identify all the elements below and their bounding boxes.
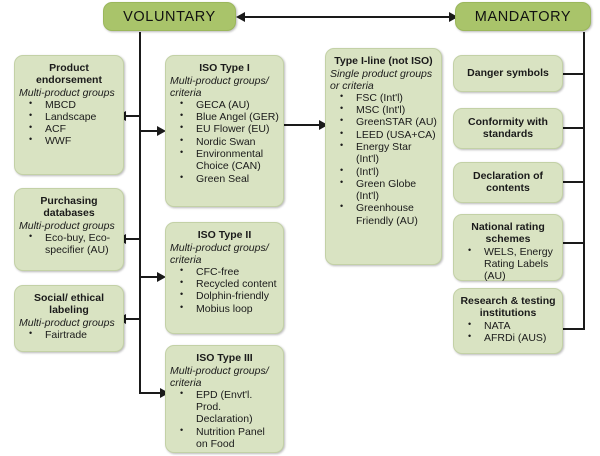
arrow-iso-type-3 — [160, 388, 169, 398]
node-item-list: NATA AFRDi (AUS) — [458, 318, 558, 345]
node-title: Declaration of contents — [472, 169, 543, 194]
node-iso-type-2[interactable]: ISO Type II Multi-product groups/ criter… — [165, 222, 284, 334]
node-item-list: CFC-free Recycled content Dolphin-friend… — [170, 265, 279, 315]
node-subtitle: Multi-product groups/ criteria — [170, 74, 269, 99]
node-title: National rating schemes — [471, 221, 545, 245]
list-item: GECA (AU) — [170, 98, 279, 111]
list-item: LEED (USA+CA) — [330, 128, 437, 141]
header-voluntary-label: VOLUNTARY — [123, 8, 216, 25]
list-item: Green Seal — [170, 172, 279, 185]
node-declaration-of-contents[interactable]: Declaration of contents — [453, 162, 563, 203]
list-item: Dolphin-friendly — [170, 289, 279, 302]
list-item: Greenhouse Friendly (AU) — [330, 201, 437, 227]
node-subtitle: Multi-product groups — [19, 86, 115, 99]
node-item-list: GECA (AU) Blue Angel (GER) EU Flower (EU… — [170, 98, 279, 185]
connector-mandatory-to-research — [560, 328, 585, 330]
node-title: Danger symbols — [467, 66, 549, 79]
node-title: Type I-line (not ISO) — [334, 55, 433, 67]
node-iso-type-1[interactable]: ISO Type I Multi-product groups/ criteri… — [165, 55, 284, 207]
node-subtitle: Multi-product groups/ criteria — [170, 364, 269, 389]
list-item: (Int'l) — [330, 165, 437, 178]
arrow-type-i-line — [319, 120, 328, 130]
node-subtitle: Single product groups or criteria — [330, 67, 433, 92]
list-item: MBCD — [19, 98, 119, 111]
node-item-list: Fairtrade — [19, 328, 119, 341]
list-item: Nordic Swan — [170, 135, 279, 148]
arrow-to-mandatory — [449, 12, 458, 22]
connector-to-product-endorsement — [124, 115, 141, 117]
node-subtitle: Multi-product groups — [19, 219, 115, 232]
list-item: EU Flower (EU) — [170, 122, 279, 135]
list-item: MSC (Int'l) — [330, 103, 437, 116]
node-title: Product endorsement — [36, 62, 102, 86]
arrow-iso-type-1 — [157, 126, 166, 136]
header-voluntary[interactable]: VOLUNTARY — [103, 2, 236, 31]
node-title: ISO Type II — [197, 229, 252, 241]
list-item: AFRDi (AUS) — [458, 331, 558, 344]
list-item: NATA — [458, 318, 558, 332]
node-conformity-with-standards[interactable]: Conformity with standards — [453, 108, 563, 149]
connector-to-conformity — [560, 127, 585, 129]
list-item: GreenSTAR (AU) — [330, 115, 437, 128]
node-subtitle: Multi-product groups — [19, 316, 115, 329]
node-item-list: EPD (Envt'l. Prod. Declaration) Nutritio… — [170, 388, 279, 451]
connector-voluntary-trunk — [139, 32, 141, 394]
connector-voluntary-mandatory — [243, 16, 458, 18]
connector-to-iso-type-2 — [141, 276, 160, 278]
list-item: Blue Angel (GER) — [170, 110, 279, 123]
list-item: Nutrition Panel on Food — [170, 425, 279, 451]
node-item-list: Eco-buy, Eco-specifier (AU) — [19, 231, 119, 257]
list-item: CFC-free — [170, 265, 279, 278]
node-title: ISO Type I — [199, 62, 250, 74]
node-item-list: MBCD Landscape ACF WWF — [19, 98, 119, 148]
node-social-ethical-labeling[interactable]: Social/ ethical labeling Multi-product g… — [14, 285, 124, 352]
node-national-rating-schemes[interactable]: National rating schemes WELS, Energy Rat… — [453, 214, 563, 283]
list-item: WWF — [19, 134, 119, 147]
connector-to-danger-symbols — [560, 73, 585, 75]
node-iso-type-3[interactable]: ISO Type III Multi-product groups/ crite… — [165, 345, 284, 453]
list-item: Fairtrade — [19, 328, 119, 341]
connector-to-purchasing-databases — [124, 238, 141, 240]
list-item: Energy Star (Int'l) — [330, 140, 437, 166]
connector-to-declaration — [560, 181, 585, 183]
header-mandatory-label: MANDATORY — [474, 8, 572, 25]
list-item: Landscape — [19, 110, 119, 123]
node-item-list: WELS, Energy Rating Labels (AU) — [458, 245, 558, 283]
connector-voluntary-to-iso3 — [139, 392, 167, 394]
node-title: ISO Type III — [196, 352, 253, 364]
connector-to-social-ethical-labeling — [124, 318, 141, 320]
list-item: EPD (Envt'l. Prod. Declaration) — [170, 388, 279, 426]
connector-to-iso-type-1 — [141, 130, 160, 132]
node-title: Social/ ethical labeling — [33, 292, 105, 316]
list-item: WELS, Energy Rating Labels (AU) — [458, 245, 558, 283]
node-product-endorsement[interactable]: Product endorsement Multi-product groups… — [14, 55, 124, 175]
arrow-iso-type-2 — [157, 272, 166, 282]
node-research-testing-institutions[interactable]: Research & testing institutions NATA AFR… — [453, 288, 563, 354]
list-item: Mobius loop — [170, 302, 279, 315]
list-item: Environmental Choice (CAN) — [170, 147, 279, 173]
list-item: Green Globe (Int'l) — [330, 177, 437, 203]
list-item: Recycled content — [170, 277, 279, 290]
node-purchasing-databases[interactable]: Purchasing databases Multi-product group… — [14, 188, 124, 271]
node-subtitle: Multi-product groups/ criteria — [170, 241, 269, 266]
header-mandatory[interactable]: MANDATORY — [455, 2, 591, 31]
connector-to-national-rating — [560, 242, 585, 244]
node-title: Research & testing institutions — [460, 295, 556, 319]
node-type-i-line-not-iso[interactable]: Type I-line (not ISO) Single product gro… — [325, 48, 442, 265]
list-item: ACF — [19, 122, 119, 135]
node-title: Purchasing databases — [40, 195, 98, 219]
connector-iso1-to-typeiline — [284, 124, 324, 126]
node-item-list: FSC (Int'l) MSC (Int'l) GreenSTAR (AU) L… — [330, 91, 437, 227]
node-danger-symbols[interactable]: Danger symbols — [453, 55, 563, 92]
arrow-to-voluntary — [236, 12, 245, 22]
node-title: Conformity with standards — [468, 115, 548, 140]
list-item: FSC (Int'l) — [330, 91, 437, 104]
list-item: Eco-buy, Eco-specifier (AU) — [19, 231, 119, 257]
